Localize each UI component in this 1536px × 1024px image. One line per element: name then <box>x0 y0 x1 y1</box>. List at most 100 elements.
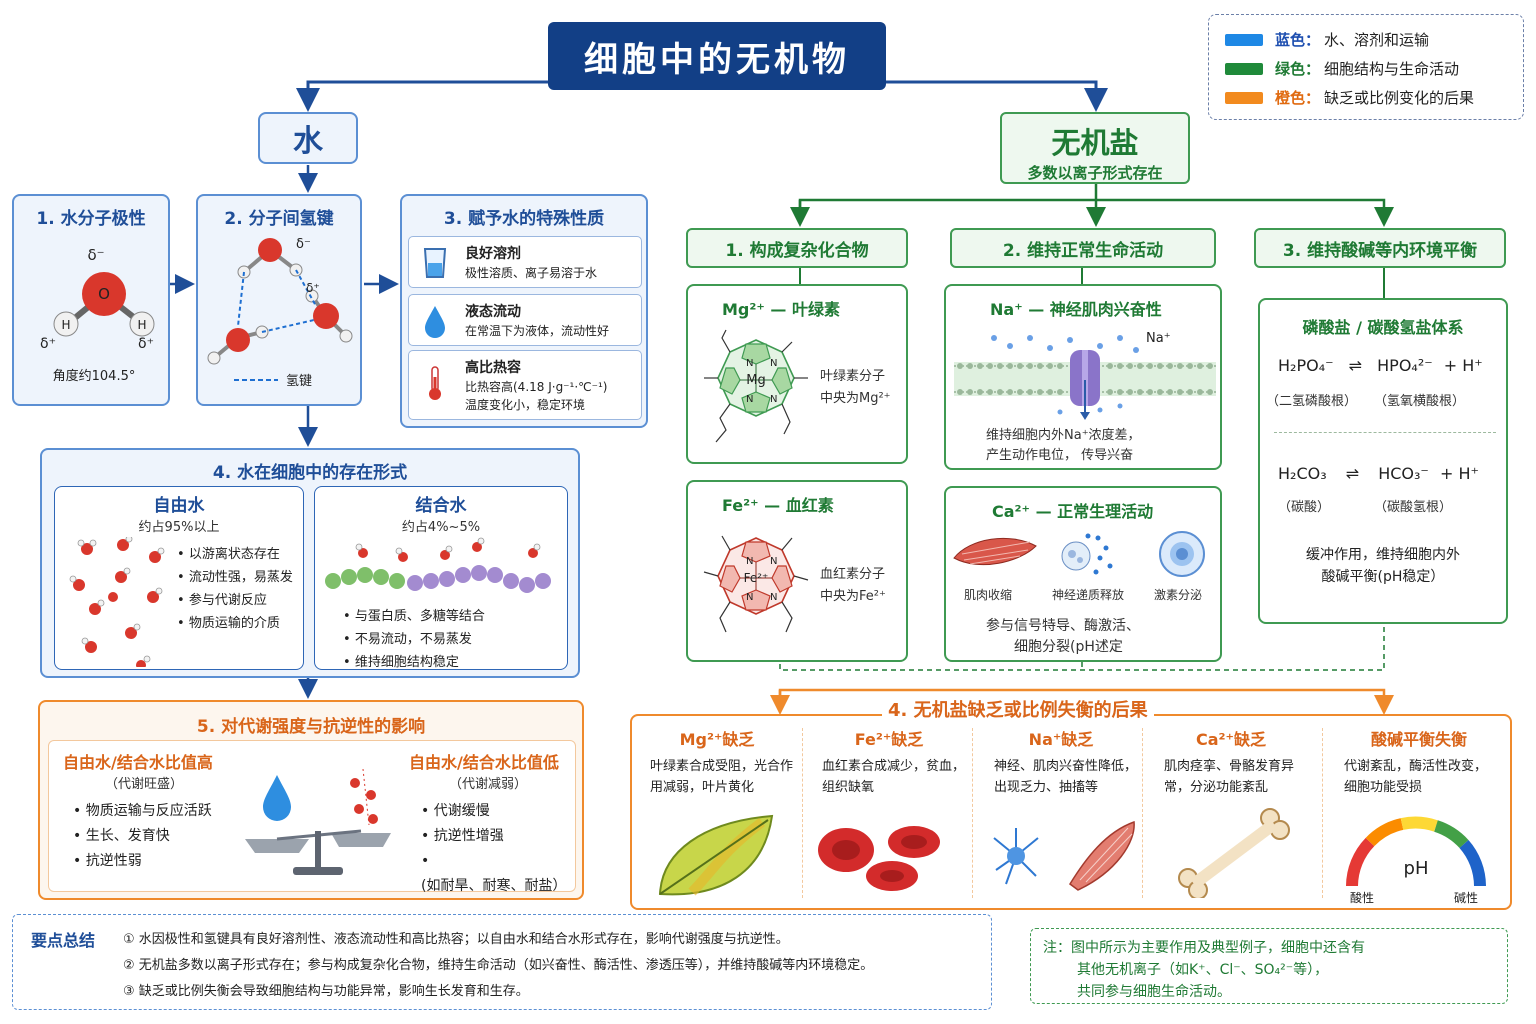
ratio-high-point: 生长、发育快 <box>73 824 212 849</box>
thermometer-icon <box>429 366 441 400</box>
water-forms-title: 4. 水在细胞中的存在形式 <box>212 463 408 483</box>
muscle-icon <box>953 537 1037 566</box>
chlorophyll-card: Mg²⁺ — 叶绿素 Mg N N N N 叶绿素分子 中央为Mg²⁺ <box>686 284 908 464</box>
summary-point: ③ 缺乏或比例失衡会导致细胞结构与功能异常，影响生长发育和生存。 <box>123 984 529 999</box>
sodium-desc: 维持细胞内外Na⁺浓度差， <box>986 428 1141 443</box>
color-legend: 蓝色： 水、溶剂和运输 绿色： 细胞结构与生命活动 橙色： 缺乏或比例变化的后果 <box>1208 14 1524 120</box>
delta-minus-label: δ⁻ <box>296 237 311 252</box>
delta-plus-label: δ⁺ <box>138 336 154 352</box>
bound-water-point: 不易流动，不易蒸发 <box>343 628 485 651</box>
water-heading: 水 <box>258 112 358 164</box>
consequences-title: 4. 无机盐缺乏或比例失衡的后果 <box>882 696 1154 722</box>
delta-plus-label: δ⁺ <box>306 281 320 295</box>
legend-text: 缺乏或比例变化的后果 <box>1324 89 1475 107</box>
chlorophyll-desc: 中央为Mg²⁺ <box>820 391 891 406</box>
legend-swatch-green <box>1225 62 1263 75</box>
ph-gauge-label: pH <box>1404 858 1429 879</box>
consequence-desc: 血红素合成减少，贫血，组织缺氧 <box>822 759 966 795</box>
property-desc: 在常温下为液体，流动性好 <box>465 324 610 338</box>
nitrogen-label: N <box>770 358 777 369</box>
bound-water-point: 维持细胞结构稳定 <box>343 651 485 674</box>
delta-plus-label: δ⁺ <box>40 336 56 352</box>
salt-heading-title: 无机盐 <box>1051 126 1139 160</box>
ratio-low-name: 自由水/结合水比值低 <box>409 753 559 772</box>
consequence-desc: 叶绿素合成受阻，光合作用减弱，叶片黄化 <box>650 759 794 795</box>
buffer-divider <box>1274 432 1496 433</box>
hydrogen-bond-legend: 氢键 <box>286 374 312 389</box>
ratio-low-point: (如耐旱、耐寒、耐盐） <box>421 849 575 899</box>
property-name: 良好溶剂 <box>465 246 521 262</box>
note-line: 注：图中所示为主要作用及典型例子，细胞中还含有 <box>1043 940 1365 956</box>
buffer-card: 磷酸盐 / 碳酸氢盐体系 H₂PO₄⁻ ⇌ HPO₄²⁻ + H⁺ （二氢磷酸根… <box>1258 298 1508 624</box>
bound-water-panel: 结合水 约占4%~5% 与蛋白质、多糖等结合 不易流动，不易蒸发 维持细胞结构稳… <box>314 486 568 670</box>
atom-label-h: H <box>137 318 146 332</box>
legend-key: 橙色： <box>1275 89 1321 107</box>
legend-key: 蓝色： <box>1275 31 1321 49</box>
footnote: 注：图中所示为主要作用及典型例子，细胞中还含有 其他无机离子（如K⁺、Cl⁻、S… <box>1030 928 1508 1004</box>
consequence-name: 酸碱平衡失衡 <box>1370 730 1467 749</box>
red-blood-cells-icon <box>818 826 940 891</box>
ratio-low-note: （代谢减弱） <box>449 777 528 792</box>
water-forms-card: 4. 水在细胞中的存在形式 自由水 约占95%以上 以游离状态存在 流动性强，易… <box>40 448 580 678</box>
ion-role: — 血红素 <box>764 496 834 515</box>
hydrogen-bond-card: 2. 分子间氢键 δ⁻ δ⁺ 氢键 <box>196 194 362 406</box>
ion-role: — 正常生理活动 <box>1035 502 1154 521</box>
eq-reactant: H₂PO₄⁻ <box>1278 356 1334 375</box>
ph-gauge-icon: pH 酸性 碱性 <box>1346 816 1486 904</box>
consequence-name: Fe²⁺缺乏 <box>854 730 924 749</box>
legend-text: 水、溶剂和运输 <box>1324 31 1430 49</box>
divider <box>1322 728 1323 898</box>
acid-label: 酸性 <box>1350 890 1374 904</box>
nitrogen-label: N <box>746 358 753 369</box>
protein-chain-diagram <box>325 537 551 593</box>
ion-fe: Fe²⁺ <box>722 496 759 515</box>
eq-product: HCO₃⁻ <box>1378 464 1429 483</box>
ratio-low-point: 代谢缓慢 <box>421 799 575 824</box>
sodium-desc: 产生动作电位， 传导兴奋 <box>986 448 1134 463</box>
consequence-ca: Ca²⁺缺乏 肌肉痉挛、骨骼发育异常，分泌功能紊乱 <box>1146 716 1316 906</box>
na-ion-label: Na⁺ <box>1146 331 1171 346</box>
summary-title: 要点总结 <box>31 931 96 950</box>
water-properties-title: 3. 赋予水的特殊性质 <box>443 209 605 229</box>
water-drop-icon <box>425 306 445 338</box>
polarity-title: 1. 水分子极性 <box>36 209 146 229</box>
tab-ph-balance: 3. 维持酸碱等内环境平衡 <box>1254 228 1506 268</box>
hormone-secretion-icon <box>1159 531 1205 577</box>
calcium-card: Ca²⁺ — 正常生理活动 肌肉收缩 神经递质释放 激素分泌 参与信号特导、酶激… <box>944 486 1222 662</box>
hydrogen-atom <box>53 311 79 337</box>
consequence-name: Mg²⁺缺乏 <box>679 730 755 749</box>
calcium-desc: 参与信号特导、酶激活、 <box>986 618 1140 634</box>
page-title: 细胞中的无机物 <box>548 22 886 90</box>
free-water-share: 约占95%以上 <box>138 520 220 535</box>
legend-swatch-orange <box>1225 91 1263 104</box>
property-solvent: 良好溶剂 极性溶质、离子易溶于水 <box>408 236 642 288</box>
nitrogen-label: N <box>770 394 777 405</box>
eq-reactant-name: （碳酸） <box>1278 500 1331 515</box>
water-properties-card: 3. 赋予水的特殊性质 良好溶剂 极性溶质、离子易溶于水 液态流动 在常温下为液… <box>400 194 648 428</box>
ratio-high-name: 自由水/结合水比值高 <box>63 753 213 772</box>
legend-row-blue: 蓝色： 水、溶剂和运输 <box>1225 25 1507 54</box>
note-line: 其他无机离子（如K⁺、Cl⁻、SO₄²⁻等）， <box>1077 962 1329 978</box>
consequences-card: 4. 无机盐缺乏或比例失衡的后果 Mg²⁺缺乏 叶绿素合成受阻，光合作用减弱，叶… <box>630 696 1512 910</box>
property-desc: 比热容高(4.18 J·g⁻¹·℃⁻¹) <box>465 380 608 394</box>
consequence-fe: Fe²⁺缺乏 血红素合成减少，贫血，组织缺氧 <box>804 716 974 906</box>
delta-minus-label: δ⁻ <box>87 246 104 264</box>
polarity-card: 1. 水分子极性 δ⁻ O H H δ⁺ δ⁺ 角度约104.5° <box>12 194 170 406</box>
consequence-name: Na⁺缺乏 <box>1028 730 1094 749</box>
tab-life-activity: 2. 维持正常生命活动 <box>950 228 1216 268</box>
tab-compounds: 1. 构成复杂化合物 <box>686 228 908 268</box>
yellow-leaf-icon <box>658 814 774 896</box>
summary-point: ② 无机盐多数以离子形式存在；参与构成复杂化合物，维持生命活动（如兴奋性、酶活性… <box>123 958 874 973</box>
summary-point: ① 水因极性和氢键具有良好溶剂性、液态流动性和高比热容；以自由水和结合水形式存在… <box>123 932 789 947</box>
bond-angle-label: 角度约104.5° <box>53 368 136 384</box>
heme-card: Fe²⁺ — 血红素 Fe²⁺ N N N N 血红素分子 中央为Fe²⁺ <box>686 480 908 662</box>
balance-scale-icon <box>245 768 391 875</box>
heme-desc: 中央为Fe²⁺ <box>820 589 886 604</box>
free-water-panel: 自由水 约占95%以上 以游离状态存在 流动性强，易蒸发 参与代谢反应 物质运输… <box>54 486 304 670</box>
neuron-muscle-icon <box>993 820 1135 891</box>
heme-structure: Fe²⁺ N N N N <box>703 535 809 633</box>
icon-caption: 肌肉收缩 <box>964 588 1013 602</box>
bound-water-point: 与蛋白质、多糖等结合 <box>343 605 485 628</box>
heme-desc: 血红素分子 <box>820 567 886 582</box>
ion-mg: Mg²⁺ <box>722 300 765 319</box>
